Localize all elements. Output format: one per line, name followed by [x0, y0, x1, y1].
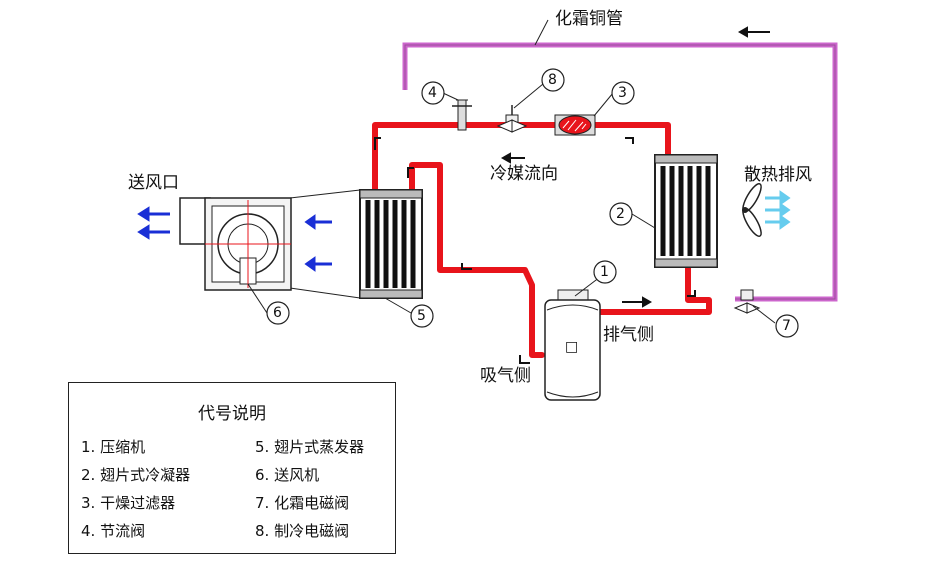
exhaust-fan-icon [742, 183, 762, 237]
marker-3: 3 [618, 85, 627, 101]
heat-exhaust-label: 散热排风 [744, 165, 812, 185]
legend-item: 7. 化霜电磁阀 [255, 494, 350, 512]
legend-item: 1. 压缩机 [81, 438, 146, 456]
refrigerant-flow-label: 冷媒流向 [490, 164, 558, 184]
legend-item: 5. 翅片式蒸发器 [255, 438, 365, 456]
intake-air-arrows [304, 214, 332, 272]
legend-item: 4. 节流阀 [81, 522, 146, 540]
legend-item: 2. 翅片式冷凝器 [81, 466, 191, 484]
supply-outlet-label: 送风口 [128, 173, 179, 193]
marker-6: 6 [273, 305, 282, 321]
legend-right-column: 5. 翅片式蒸发器 6. 送风机 7. 化霜电磁阀 8. 制冷电磁阀 [255, 433, 364, 545]
marker-7: 7 [782, 318, 791, 334]
marker-circles [266, 68, 799, 338]
supply-fan-icon [179, 197, 292, 291]
evaporator-coil-icon [359, 189, 423, 299]
exhaust-air-arrows [765, 190, 791, 230]
legend-item: 3. 干燥过滤器 [81, 494, 176, 512]
legend-item: 6. 送风机 [255, 466, 320, 484]
air-duct [289, 189, 361, 299]
marker-2: 2 [616, 206, 625, 222]
marker-8: 8 [548, 72, 557, 88]
defrost-copper-pipe [402, 42, 838, 302]
flow-arrows [374, 26, 770, 364]
defrost-pipe-label: 化霜铜管 [555, 9, 623, 29]
legend-box: 代号说明 1. 压缩机 2. 翅片式冷凝器 3. 干燥过滤器 4. 节流阀 5.… [68, 382, 396, 554]
marker-leaders [247, 83, 776, 324]
legend-left-column: 1. 压缩机 2. 翅片式冷凝器 3. 干燥过滤器 4. 节流阀 [81, 433, 190, 545]
compressor-mark: □ [565, 339, 579, 355]
supply-air-arrows [137, 206, 170, 240]
legend-title: 代号说明 [198, 404, 266, 424]
cooling-solenoid-valve-icon [496, 105, 528, 133]
condenser-coil-icon [654, 154, 718, 268]
legend-item: 8. 制冷电磁阀 [255, 522, 350, 540]
dryer-filter-icon [554, 114, 596, 136]
defrost-label-leader [534, 19, 549, 46]
compressor-icon [544, 289, 601, 401]
marker-1: 1 [600, 264, 609, 280]
defrost-solenoid-valve-icon [733, 289, 761, 314]
suction-side-label: 吸气侧 [480, 366, 531, 386]
discharge-side-label: 排气侧 [603, 325, 654, 345]
marker-5: 5 [417, 308, 426, 324]
marker-4: 4 [428, 85, 437, 101]
